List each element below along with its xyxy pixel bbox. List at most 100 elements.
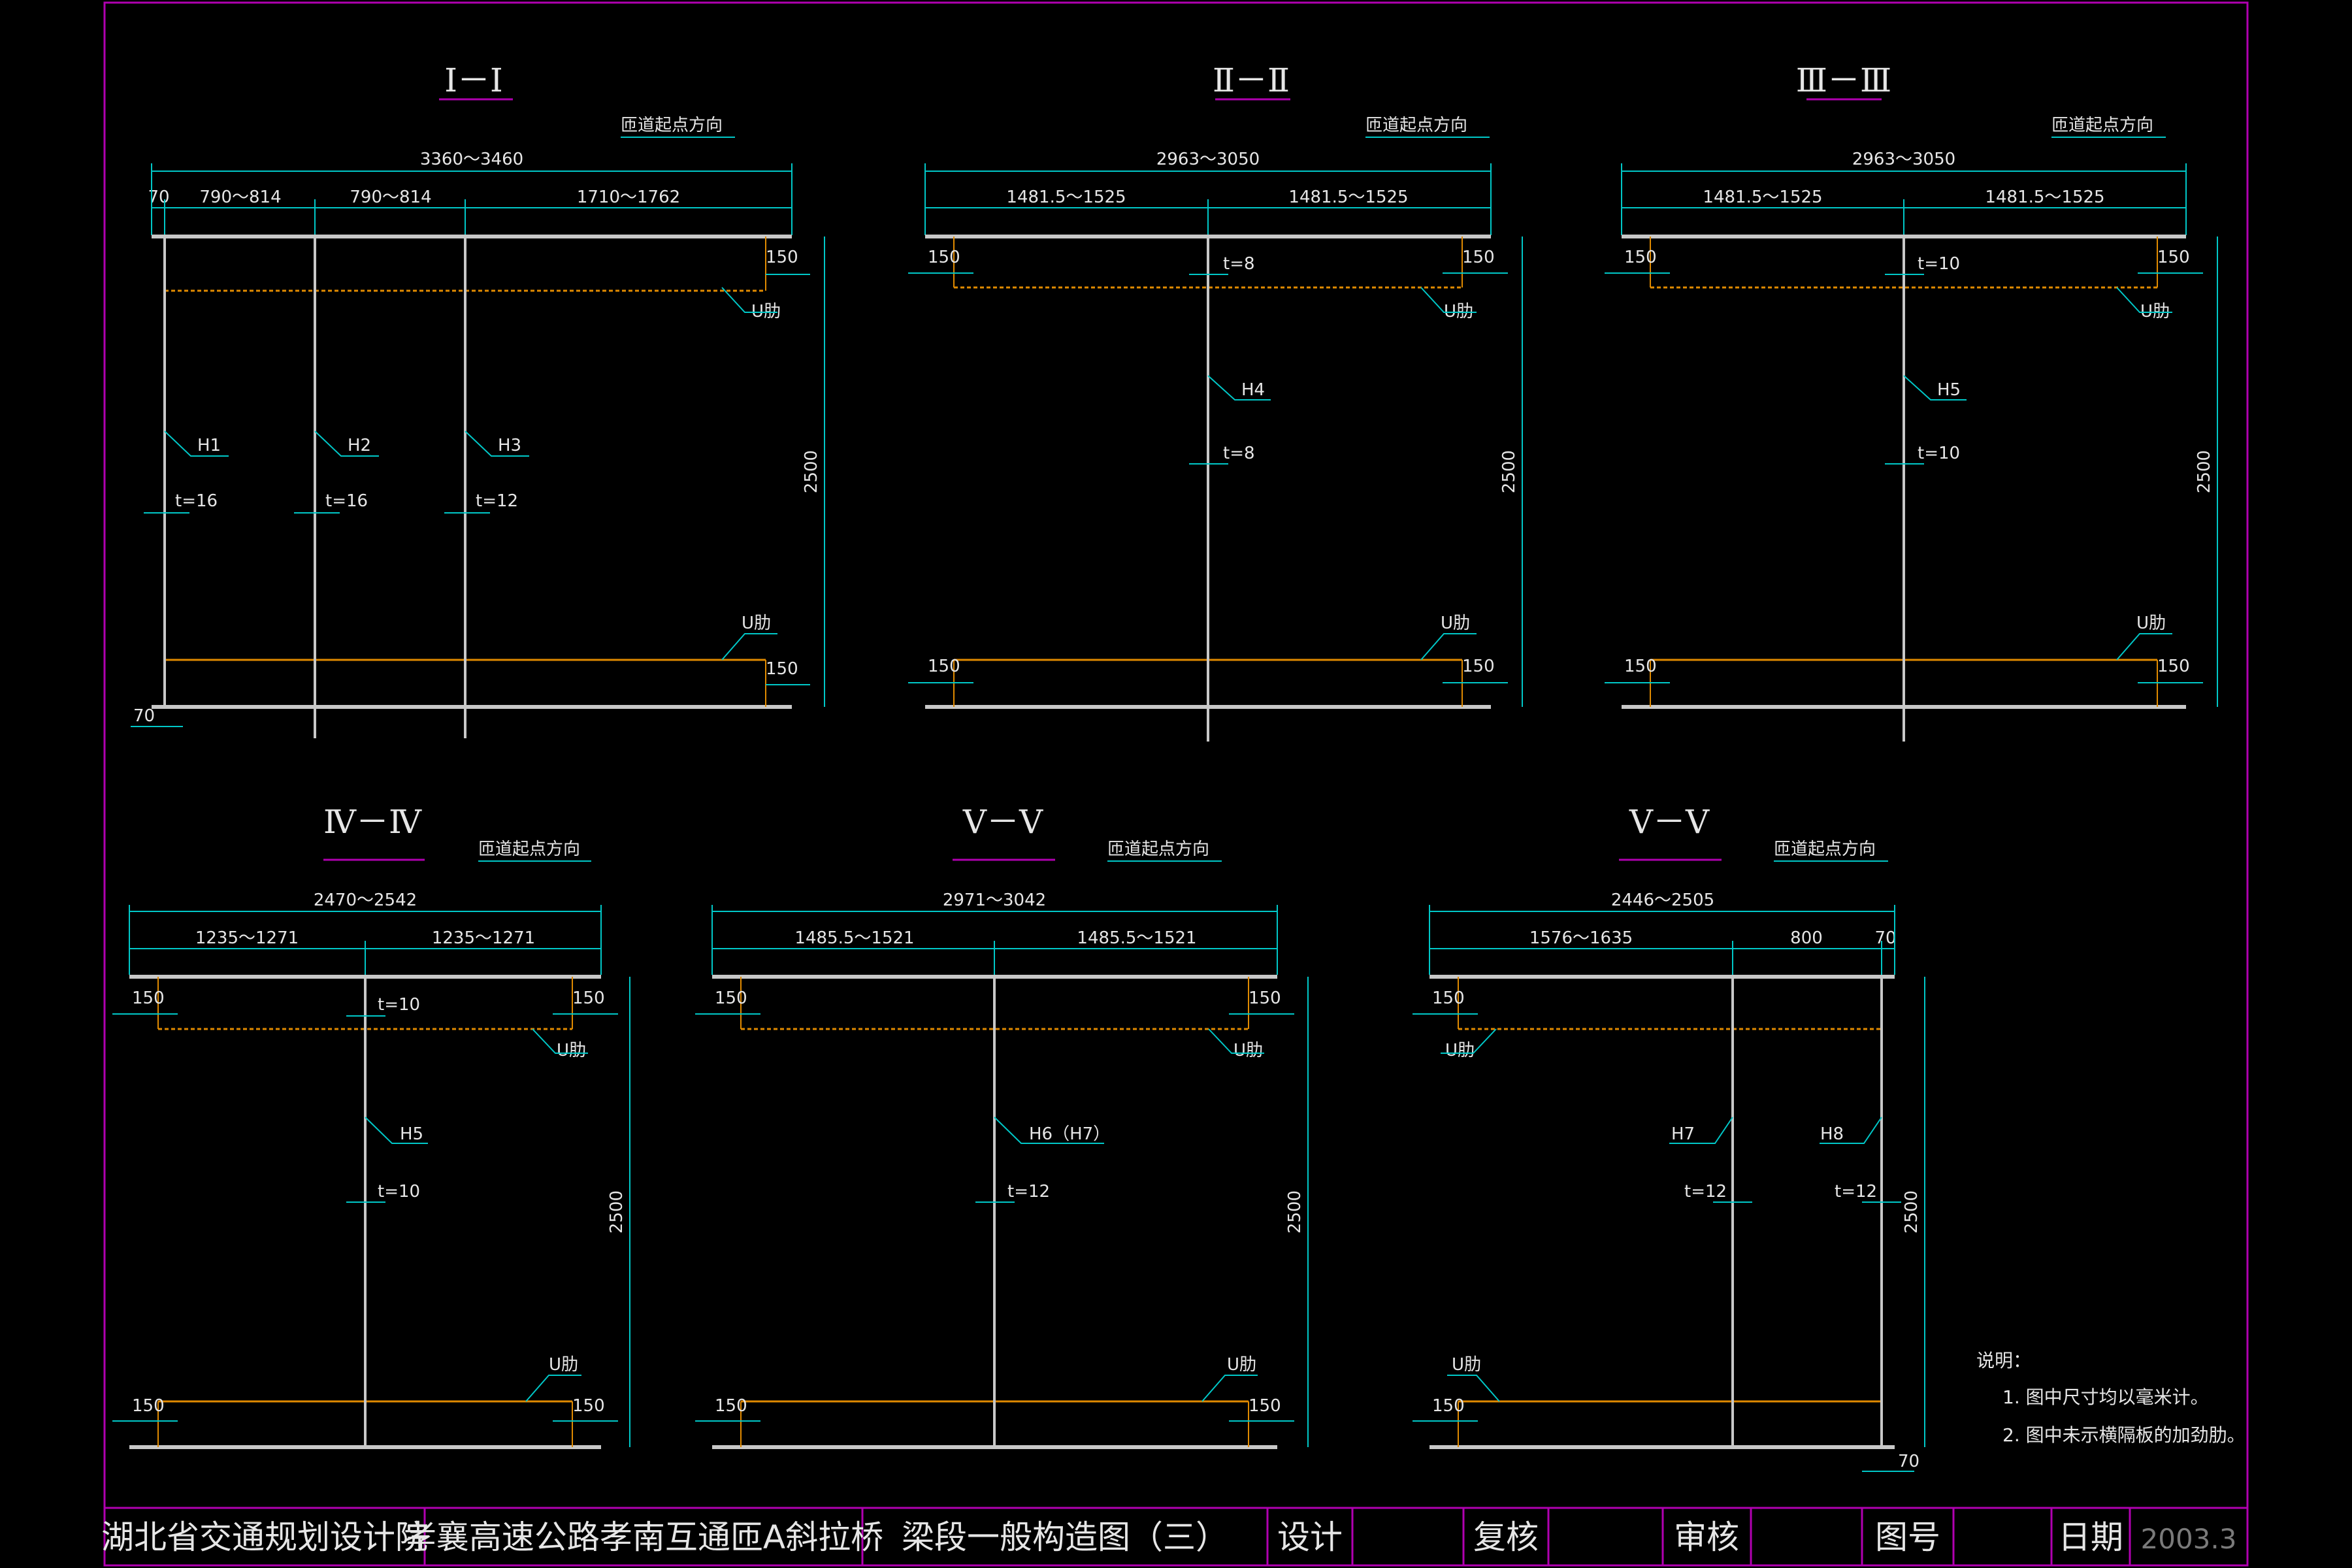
dim-sub: 1481.5～1525: [1288, 188, 1408, 207]
section-title: Ⅳ－Ⅳ: [323, 803, 422, 841]
dim-flange: 70: [1898, 1452, 1919, 1471]
u-rib-label: U肋: [1452, 1355, 1481, 1375]
dim-flange: 150: [572, 988, 605, 1008]
dim-flange: 150: [928, 657, 960, 676]
web-label: H8: [1820, 1124, 1844, 1144]
sheet-frame: [103, 1, 2249, 1567]
section-6: Ⅴ－Ⅴ 匝道起点方向 2446～2505 1576～1635 800 70 15…: [1413, 803, 1925, 1472]
web-thickness: t=10: [378, 1182, 420, 1201]
dim-total: 2963～3050: [1156, 150, 1260, 169]
direction-label: 匝道起点方向: [2051, 116, 2153, 135]
dim-flange: 150: [132, 988, 165, 1008]
dim-sub: 1481.5～1525: [1985, 188, 2104, 207]
web-thickness: t=10: [378, 995, 420, 1015]
dim-flange: 150: [1432, 1396, 1465, 1416]
note-item: 1. 图中尺寸均以毫米计。: [2002, 1386, 2209, 1408]
dim-flange: 150: [766, 248, 798, 267]
dim-total: 2971～3042: [943, 890, 1046, 910]
web-label: H3: [498, 436, 521, 455]
u-rib-label: U肋: [557, 1041, 586, 1060]
dim-flange: 150: [766, 659, 798, 679]
web-thickness: t=12: [1007, 1182, 1050, 1201]
title-block: [105, 1507, 2247, 1565]
dim-sub: 1485.5～1521: [1077, 928, 1196, 948]
web-label: H7: [1671, 1124, 1695, 1144]
review-label: 审核: [1674, 1518, 1739, 1556]
direction-label: 匝道起点方向: [1107, 840, 1209, 859]
dim-height: 2500: [802, 450, 821, 493]
web-label: H4: [1241, 380, 1265, 400]
u-rib-label: U肋: [1227, 1355, 1256, 1375]
web-thickness: t=8: [1223, 254, 1255, 274]
dim-flange: 150: [2157, 248, 2190, 267]
dim-flange: 150: [1624, 657, 1657, 676]
direction-label: 匝道起点方向: [1365, 116, 1467, 135]
design-label: 设计: [1277, 1518, 1343, 1556]
dim-height: 2500: [1902, 1190, 1921, 1233]
dim-sub: 800: [1790, 928, 1823, 948]
dim-flange: 150: [715, 988, 747, 1008]
web-label: H2: [348, 436, 371, 455]
dim-total: 2963～3050: [1852, 150, 1955, 169]
u-rib-label: U肋: [1233, 1041, 1263, 1060]
org-name: 湖北省交通规划设计院: [101, 1518, 428, 1556]
dim-flange: 150: [572, 1396, 605, 1416]
section-4: Ⅳ－Ⅳ 匝道起点方向 2470～2542 1235～1271 1235～1271…: [112, 803, 630, 1449]
notes: 说明： 1. 图中尺寸均以毫米计。 2. 图中未示横隔板的加劲肋。: [1976, 1350, 2246, 1446]
dim-flange: 150: [1462, 657, 1495, 676]
dim-sub: 1235～1271: [432, 928, 535, 948]
notes-heading: 说明：: [1976, 1350, 2031, 1371]
u-rib-label: U肋: [549, 1355, 578, 1375]
section-title: Ⅱ－Ⅱ: [1213, 61, 1290, 99]
dim-sub: 790～814: [199, 188, 281, 207]
section-3: Ⅲ－Ⅲ 匝道起点方向 2963～3050 1481.5～1525 1481.5～…: [1605, 61, 2218, 742]
section-title: Ⅲ－Ⅲ: [1796, 61, 1891, 99]
direction-label: 匝道起点方向: [478, 840, 580, 859]
dim-flange: 70: [133, 706, 155, 726]
dim-total: 2470～2542: [314, 890, 417, 910]
section-title: Ⅰ－Ⅰ: [444, 61, 503, 99]
dim-total: 2446～2505: [1611, 890, 1714, 910]
dim-sub: 1576～1635: [1529, 928, 1633, 948]
u-rib-label: U肋: [2136, 613, 2166, 633]
web-label: H1: [197, 436, 221, 455]
dim-sub: 1481.5～1525: [1703, 188, 1822, 207]
dim-sub: 1481.5～1525: [1006, 188, 1126, 207]
web-thickness: t=16: [175, 491, 218, 511]
dim-sub: 1235～1271: [195, 928, 299, 948]
section-2: Ⅱ－Ⅱ 匝道起点方向 2963～3050 1481.5～1525 1481.5～…: [908, 61, 1523, 742]
dim-flange: 150: [1249, 988, 1281, 1008]
u-rib-label: U肋: [742, 613, 771, 633]
direction-label: 匝道起点方向: [1774, 840, 1876, 859]
section-5: Ⅴ－Ⅴ 匝道起点方向 2971～3042 1485.5～1521 1485.5～…: [695, 803, 1309, 1449]
direction-label: 匝道起点方向: [621, 116, 723, 135]
web-thickness: t=12: [1835, 1182, 1877, 1201]
web-thickness: t=16: [325, 491, 368, 511]
dim-sub: 1710～1762: [577, 188, 680, 207]
dim-flange: 150: [1249, 1396, 1281, 1416]
dim-total: 3360～3460: [420, 150, 523, 169]
dim-flange: 150: [715, 1396, 747, 1416]
dim-flange: 150: [928, 248, 960, 267]
date-value: 2003.3: [2141, 1523, 2237, 1555]
drawing-no-label: 图号: [1875, 1518, 1940, 1556]
project-name: 孝襄高速公路孝南互通匝A斜拉桥: [404, 1518, 883, 1556]
u-rib-label: U肋: [1445, 1041, 1475, 1060]
dim-sub: 1485.5～1521: [794, 928, 914, 948]
u-rib-label: U肋: [1441, 613, 1470, 633]
note-item: 2. 图中未示横隔板的加劲肋。: [2002, 1424, 2246, 1446]
dim-sub: 790～814: [350, 188, 431, 207]
section-title: Ⅴ－Ⅴ: [962, 803, 1043, 841]
dim-flange: 150: [2157, 657, 2190, 676]
web-thickness: t=8: [1223, 444, 1255, 463]
check-label: 复核: [1473, 1518, 1539, 1556]
dim-height: 2500: [2195, 450, 2214, 493]
dim-flange: 150: [1462, 248, 1495, 267]
section-1: Ⅰ－Ⅰ 匝道起点方向 3360～3460 70 790～814 790～814 …: [131, 61, 825, 738]
drawing-title: 梁段一般构造图（三）: [902, 1518, 1228, 1556]
web-thickness: t=10: [1918, 254, 1960, 274]
dim-flange: 150: [1432, 988, 1465, 1008]
date-label: 日期: [2058, 1518, 2123, 1556]
dim-flange: 150: [132, 1396, 165, 1416]
